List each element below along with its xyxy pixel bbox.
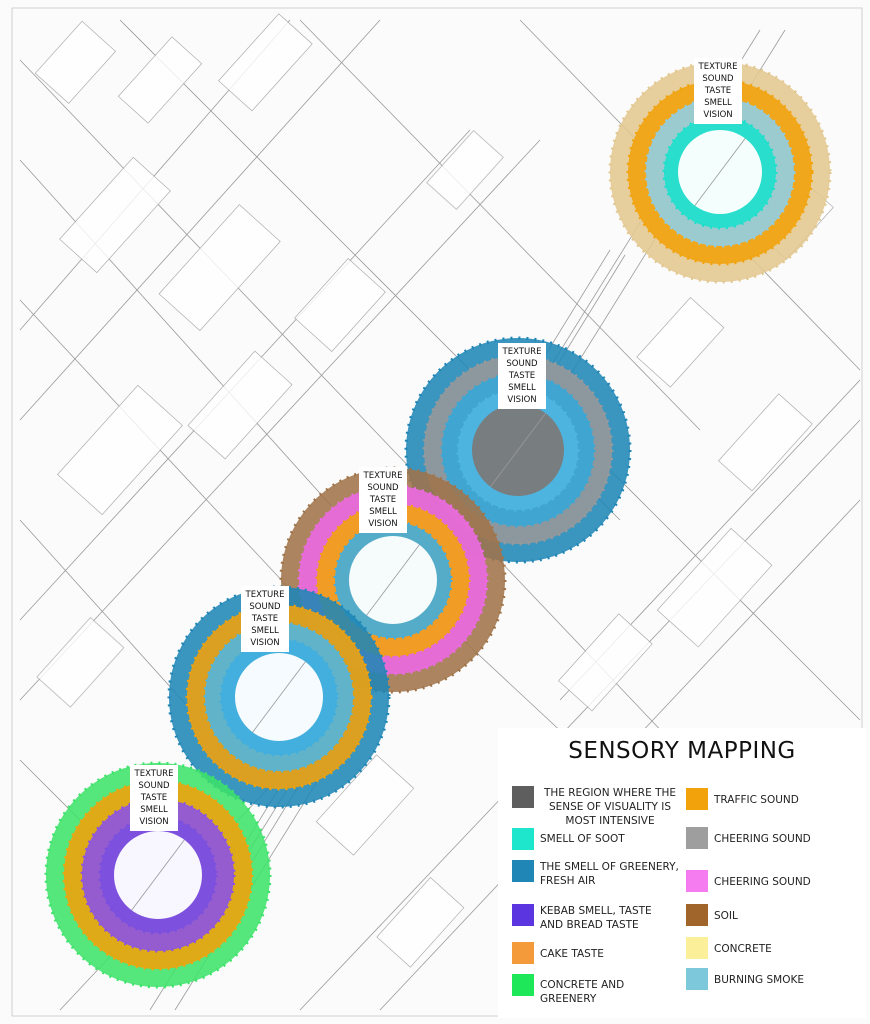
ring-label-stadium: TEXTURE SOUND TASTE SMELL VISION [498,343,546,409]
legend-swatch [686,937,708,959]
ring-north-street-trace [694,138,746,206]
legend-swatch [512,786,534,808]
legend-item-cheering-sound-pink: CHEERING SOUND [686,870,856,892]
ring-label-north: TEXTURE SOUND TASTE SMELL VISION [694,58,742,124]
legend-swatch [512,942,534,964]
legend-item-burning-smoke: BURNING SMOKE [686,968,856,990]
ring-label-middle: TEXTURE SOUND TASTE SMELL VISION [359,467,407,533]
ring-south-street-trace [131,839,185,911]
legend-swatch [686,968,708,990]
ring-stadium-street-trace [490,412,546,488]
sensory-rings [44,60,832,989]
legend-swatch [512,974,534,996]
legend-swatch [512,860,534,882]
ring-label-southwest: TEXTURE SOUND TASTE SMELL VISION [241,586,289,652]
legend-item-traffic-sound: TRAFFIC SOUND [686,788,856,810]
ring-north [608,60,832,284]
legend-swatch [512,828,534,850]
legend-item-kebab: KEBAB SMELL, TASTE AND BREAD TASTE [512,904,682,932]
legend-swatch [686,870,708,892]
legend-swatch [512,904,534,926]
legend-item-visuality-region: THE REGION WHERE THE SENSE OF VISUALITY … [512,786,682,828]
legend-item-cheering-sound-gray: CHEERING SOUND [686,827,856,849]
city-blocks [34,13,834,968]
legend-swatch [686,788,708,810]
legend-title: SENSORY MAPPING [568,738,796,764]
legend-swatch [686,827,708,849]
ring-label-south: TEXTURE SOUND TASTE SMELL VISION [130,765,178,831]
legend-item-greenery-smell: THE SMELL OF GREENERY, FRESH AIR [512,860,682,888]
legend-panel: SENSORY MAPPING THE REGION WHERE THE SEN… [498,728,866,1018]
legend-swatch [686,904,708,926]
legend-item-concrete-greenery: CONCRETE AND GREENERY [512,974,682,1006]
ring-south [44,761,272,989]
legend-item-smell-of-soot: SMELL OF SOOT [512,828,682,850]
legend-item-cake-taste: CAKE TASTE [512,942,682,964]
ring-southwest-street-trace [252,661,306,733]
legend-item-soil: SOIL [686,904,856,926]
ring-middle-street-trace [366,544,420,616]
legend-item-concrete: CONCRETE [686,937,856,959]
ring-southwest [167,585,391,809]
